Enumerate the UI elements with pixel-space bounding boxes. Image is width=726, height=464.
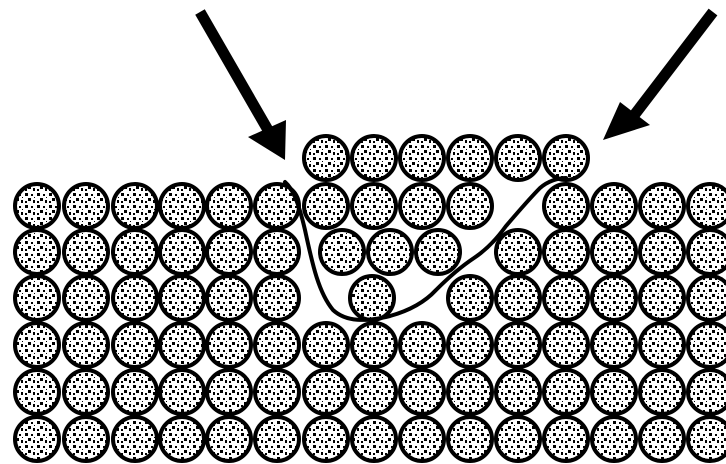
particle [400,184,444,228]
particle [352,323,396,367]
particle [592,323,636,367]
particle [640,370,684,414]
particle [448,323,492,367]
particle [640,276,684,320]
particle [160,184,204,228]
particle [368,230,412,274]
particle [496,370,540,414]
arrow-right-icon [603,12,713,140]
particle [688,417,726,461]
particle [640,184,684,228]
particle [352,136,396,180]
particle [64,370,108,414]
particle [15,230,59,274]
particle [15,323,59,367]
particle-layer [15,136,726,461]
particle [448,417,492,461]
particle [304,370,348,414]
particle [496,417,540,461]
particle [15,417,59,461]
particle [352,370,396,414]
particle [113,230,157,274]
particle [592,276,636,320]
particle [496,276,540,320]
particle [496,136,540,180]
particle [448,276,492,320]
particle [207,417,251,461]
particle [207,230,251,274]
particle [160,323,204,367]
particle [304,184,348,228]
particle [113,276,157,320]
particle [304,136,348,180]
particle [544,417,588,461]
particle [304,417,348,461]
particle [207,370,251,414]
particle [544,230,588,274]
particle [640,417,684,461]
particle [688,276,726,320]
particle [113,184,157,228]
particle [688,370,726,414]
particle [544,276,588,320]
particle [160,276,204,320]
particle [448,370,492,414]
particle [352,184,396,228]
particle [400,417,444,461]
particle [15,184,59,228]
particle [160,370,204,414]
particle [160,230,204,274]
particle [64,276,108,320]
particle [64,323,108,367]
particle [416,230,460,274]
particle [207,184,251,228]
particle [544,136,588,180]
particle [640,323,684,367]
particle [160,417,204,461]
particle [544,370,588,414]
particle [113,370,157,414]
particle [304,323,348,367]
particle [496,230,540,274]
particle [113,417,157,461]
particle [255,417,299,461]
particle [592,417,636,461]
particle [400,136,444,180]
particle [592,370,636,414]
particle [320,230,364,274]
particle [207,276,251,320]
particle [64,184,108,228]
particle [255,276,299,320]
particle [496,323,540,367]
particle [400,323,444,367]
particle [544,184,588,228]
particle [64,230,108,274]
particle [113,323,157,367]
particle [448,136,492,180]
particle [15,276,59,320]
particle [207,323,251,367]
particle [255,323,299,367]
particle [688,230,726,274]
particle [688,323,726,367]
particle [688,184,726,228]
particle [352,417,396,461]
particle [15,370,59,414]
arrow-left-icon [200,12,286,160]
particle [255,230,299,274]
particle [64,417,108,461]
particle [350,276,394,320]
particle [544,323,588,367]
particle [448,184,492,228]
particle [400,370,444,414]
particle [640,230,684,274]
particle [592,184,636,228]
particle [255,370,299,414]
particle [592,230,636,274]
